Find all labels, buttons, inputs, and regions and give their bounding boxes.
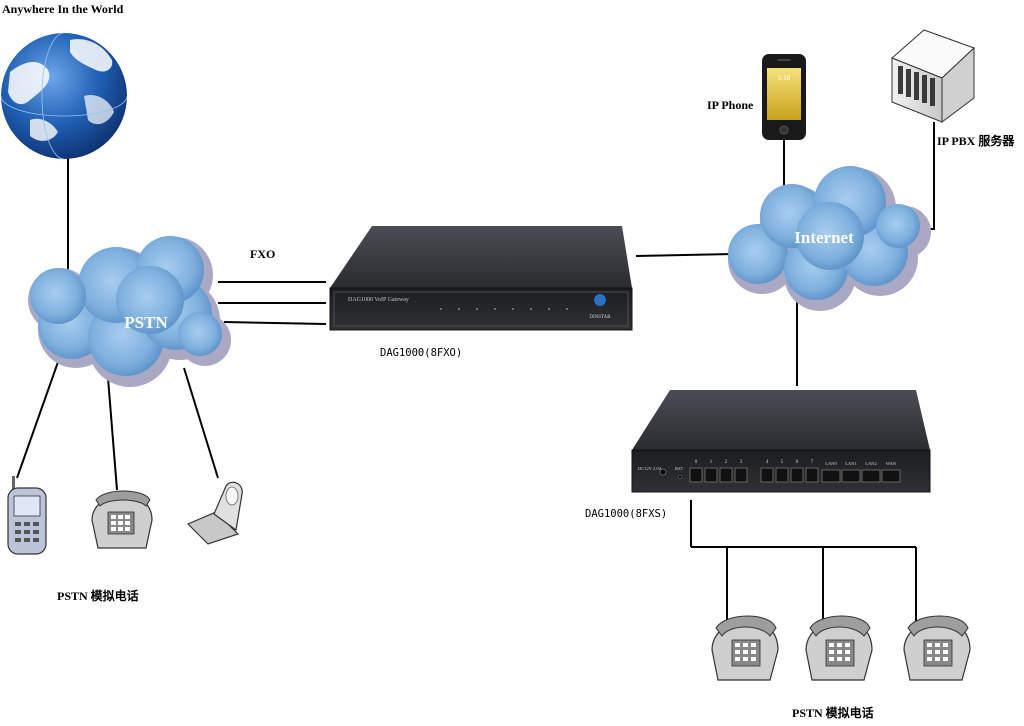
fxo-gateway-label: DAG1000(8FXO) xyxy=(380,347,463,359)
fxs-rst-label: RST xyxy=(675,466,684,471)
desk-phone-icon xyxy=(903,615,971,681)
fxs-port: 7 xyxy=(805,460,819,483)
fxs-port: 6 xyxy=(790,460,804,483)
fxs-port-number: 1 xyxy=(710,460,713,465)
fxs-lan-port-label: LAN0 xyxy=(825,461,837,466)
fxo-panel-title: DAG1000 VoIP Gateway xyxy=(348,297,409,303)
fxs-port-number: 4 xyxy=(766,460,769,465)
pstn-to-deskphone-line xyxy=(107,377,118,491)
fxs-port: 1 xyxy=(704,460,718,483)
fxs-port: 3 xyxy=(734,460,748,483)
reset-button-icon xyxy=(677,474,683,480)
connection-lines xyxy=(16,122,935,622)
pstn-phones-left-label: PSTN 模拟电话 xyxy=(57,589,139,603)
fxs-power-label: DC12V 2.0A xyxy=(638,466,663,471)
fxs-gateway-label: DAG1000(8FXS) xyxy=(585,508,668,520)
pstn-cloud-icon: PSTN xyxy=(28,236,231,387)
fxs-lan-port-label: WAN xyxy=(886,461,897,466)
internet-cloud-icon: Internet xyxy=(728,166,931,311)
fxs-port-number: 5 xyxy=(781,460,784,465)
fxo-label: FXO xyxy=(250,247,276,261)
dinstar-logo-icon xyxy=(594,294,606,306)
fxs-lan-port: WAN xyxy=(881,461,901,483)
flip-phone-icon xyxy=(186,481,243,545)
pstn-to-mobile-line xyxy=(16,361,59,479)
world-label: Anywhere In the World xyxy=(2,2,124,16)
mobile-phone-icon xyxy=(7,476,47,555)
fxo-led-row xyxy=(440,308,568,310)
fxs-port-number: 2 xyxy=(725,460,728,465)
fxs-gateway-device: DC12V 2.0A RST 0 1 2 3 4 5 6 7 LAN0 LAN1 LAN2 WAN xyxy=(631,390,931,493)
phone-screen-time: 5:18 xyxy=(778,74,791,82)
fxs-lan-port: LAN1 xyxy=(841,461,861,483)
fxs-port-number: 0 xyxy=(695,460,698,465)
right-desk-phones xyxy=(711,615,971,681)
fxs-lan-port-label: LAN1 xyxy=(845,461,857,466)
fxs-lan-port: LAN2 xyxy=(861,461,881,483)
fxs-phone-ports: 0 1 2 3 4 5 6 7 xyxy=(689,460,819,483)
ip-pbx-label: IP PBX 服务器 xyxy=(937,134,1015,148)
fxo-gateway-device: DAG1000 VoIP Gateway DINSTAR xyxy=(329,226,633,331)
fxs-lan-ports: LAN0 LAN1 LAN2 WAN xyxy=(821,461,901,483)
ip-phone-icon: 5:18 xyxy=(762,54,806,140)
fxs-port-number: 6 xyxy=(796,460,799,465)
pstn-to-flipphone-line xyxy=(183,367,219,479)
pstn-phones-right-label: PSTN 模拟电话 xyxy=(792,706,874,720)
fxs-port: 5 xyxy=(775,460,789,483)
fxo-line-3 xyxy=(223,321,327,325)
fxs-lan-port-label: LAN2 xyxy=(865,461,877,466)
ip-pbx-server-icon xyxy=(891,29,975,123)
fxs-port-number: 7 xyxy=(811,460,814,465)
desk-phone-icon xyxy=(91,490,153,549)
fxs-port: 2 xyxy=(719,460,733,483)
internet-cloud-label: Internet xyxy=(794,228,854,247)
ip-phone-label: IP Phone xyxy=(707,98,754,112)
pstn-cloud-label: PSTN xyxy=(124,313,168,332)
power-jack-icon xyxy=(659,468,667,476)
fxs-port: 4 xyxy=(760,460,774,483)
fxs-port-number: 3 xyxy=(740,460,743,465)
desk-phone-icon xyxy=(805,615,873,681)
fxo-brand: DINSTAR xyxy=(589,315,611,320)
gateway-to-internet-line xyxy=(635,253,734,257)
fxs-port: 0 xyxy=(689,460,703,483)
fxs-lan-port: LAN0 xyxy=(821,461,841,483)
desk-phone-icon xyxy=(711,615,779,681)
globe-icon xyxy=(0,32,128,160)
